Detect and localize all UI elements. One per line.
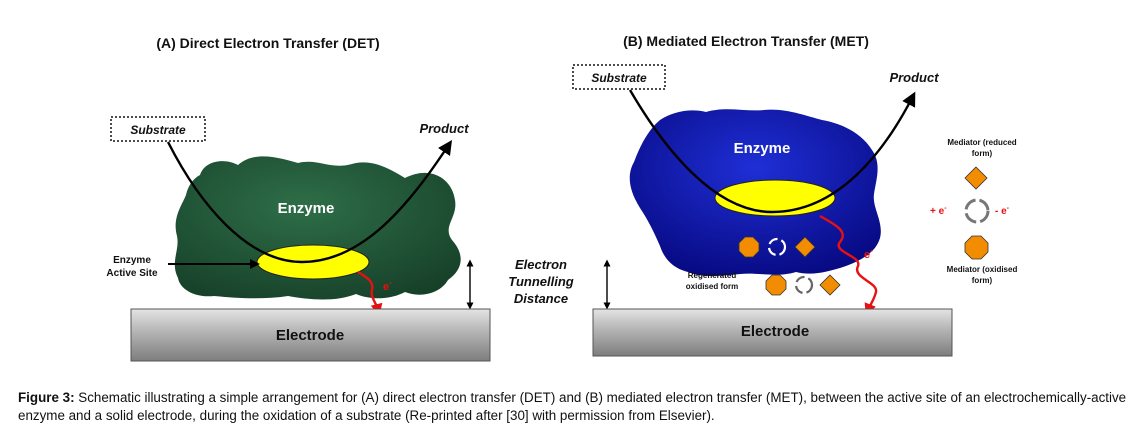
met-regenerated-octagon (765, 274, 787, 296)
mediator-minus-electron: - e- (995, 205, 1010, 217)
met-substrate-label: Substrate (591, 71, 647, 85)
met-regenerated-label-line1: Regenerated (688, 271, 737, 280)
tunnelling-line2: Tunnelling (508, 274, 574, 289)
mediator-oxidised-octagon (964, 235, 989, 260)
det-product-label: Product (419, 121, 469, 136)
met-inner-reduced-diamond (794, 236, 816, 258)
det-enzyme-label: Enzyme (278, 200, 335, 217)
mediator-plus-electron: + e- (930, 205, 947, 217)
met-regenerated-mediator-group (765, 274, 841, 296)
mediator-oxidised-label-line1: Mediator (oxidised (947, 265, 1018, 274)
tunnelling-distance-label: Electron Tunnelling Distance (508, 257, 574, 306)
met-active-site (714, 179, 836, 217)
det-substrate-product-arrow (166, 140, 452, 264)
met-regenerated-diamond (819, 274, 841, 296)
met-enzyme-label: Enzyme (734, 140, 791, 157)
det-electrode (130, 308, 491, 362)
met-substrate-box (572, 64, 666, 90)
met-mediator-legend: Mediator (reduced form) + e- - e- Mediat… (930, 138, 1017, 285)
met-regenerated-cycle-icon (794, 275, 814, 295)
met-inner-mediator-cycle (738, 236, 816, 258)
met-product-label: Product (889, 70, 939, 85)
det-panel: (A) Direct Electron Transfer (DET) Enzym… (106, 35, 491, 362)
det-electron-label: e- (383, 278, 392, 293)
met-electrode (592, 308, 953, 357)
met-inner-cycle-icon (767, 237, 787, 257)
mediator-reduced-label-line1: Mediator (reduced (947, 138, 1016, 147)
det-active-site-label-line2: Active Site (106, 268, 158, 279)
tunnelling-line3: Distance (514, 291, 568, 306)
det-substrate-label: Substrate (130, 123, 186, 137)
met-electron-label: e- (864, 246, 873, 261)
met-substrate-product-arrow (628, 89, 916, 214)
mediator-oxidised-label-line2: form) (972, 276, 993, 285)
det-electron-path (357, 270, 383, 316)
det-electrode-label: Electrode (276, 327, 344, 344)
met-electron-path (819, 214, 878, 316)
met-title: (B) Mediated Electron Transfer (MET) (623, 33, 869, 49)
mediator-reduced-label-line2: form) (972, 149, 993, 158)
caption-text: Schematic illustrating a simple arrangem… (18, 390, 1127, 423)
caption-label: Figure 3: (18, 390, 75, 405)
met-regenerated-label-line2: oxidised form (686, 282, 738, 291)
det-title: (A) Direct Electron Transfer (DET) (156, 35, 379, 51)
met-panel: (B) Mediated Electron Transfer (MET) Enz… (572, 33, 1017, 357)
electron-transfer-diagram: (A) Direct Electron Transfer (DET) Enzym… (106, 33, 1017, 362)
tunnelling-line1: Electron (515, 257, 567, 272)
det-substrate-box (110, 116, 206, 142)
met-inner-oxidised-octagon (738, 236, 760, 258)
met-electrode-label: Electrode (741, 323, 809, 340)
figure-caption: Figure 3: Schematic illustrating a simpl… (18, 389, 1128, 425)
det-active-site-label-line1: Enzyme (113, 255, 151, 266)
mediator-reduced-diamond (964, 166, 988, 190)
mediator-redox-cycle-icon (964, 198, 990, 224)
